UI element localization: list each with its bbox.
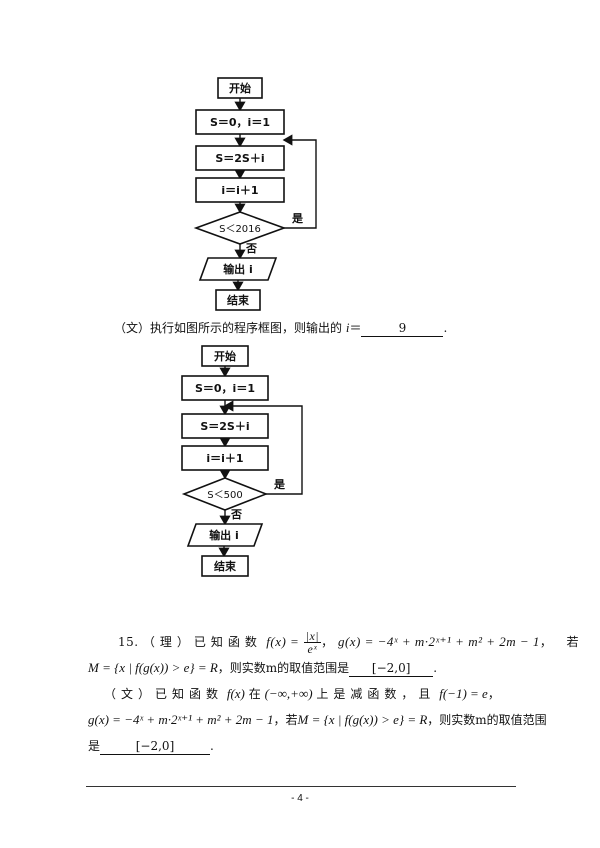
- fc2-yes-label: 是: [273, 478, 286, 491]
- fc2-init-box: [181, 375, 269, 401]
- q15-wen-interval: (−∞,+∞): [264, 686, 313, 701]
- fc1-yes-label: 是: [291, 212, 304, 225]
- page-number: - 4 -: [291, 793, 309, 804]
- wen-answer-blank: 9: [361, 320, 444, 337]
- q15-g-def: g(x) = −4ˣ + m·2ˣ⁺¹ + m² + 2m − 1: [337, 634, 540, 649]
- q15-wen-tail: ，则实数m的取值范围: [427, 713, 547, 727]
- fc1-output-label: 输出 i: [223, 262, 253, 276]
- q15-wen-g: g(x) = −4ˣ + m·2ˣ⁺¹ + m² + 2m − 1: [88, 712, 274, 727]
- q15-wen-line-2: g(x) = −4ˣ + m·2ˣ⁺¹ + m² + 2m − 1，若M = {…: [88, 712, 547, 728]
- fc2-output-box: [186, 523, 264, 547]
- q15-f-fraction: |x|eˣ: [303, 629, 322, 656]
- q15-wen-M: M = {x | f(g(x)) > e} = R: [297, 712, 428, 727]
- q15-range-text: ，则实数m的取值范围是: [217, 661, 350, 675]
- fc1-end-box: [215, 289, 261, 311]
- q15-wen-cond: f(−1) = e: [439, 686, 488, 701]
- fc1-output-box: [198, 257, 278, 281]
- fc2-end-label: 结束: [213, 559, 237, 573]
- flowchart-1: 开始 S＝0，i＝1 S＝2S＋i i＝i＋1 S＜2016 是 否 输出 i …: [193, 77, 317, 311]
- wen-question-var: i: [345, 320, 350, 335]
- q15-wen-zai: 在: [248, 687, 261, 701]
- q15-comma-1: ，: [321, 635, 334, 649]
- q15-wen-comma: ，: [487, 687, 500, 701]
- wen-question-period: .: [443, 321, 448, 335]
- q15-line2-end: .: [433, 661, 438, 675]
- q15-li-answer: [−2,0]: [371, 661, 411, 675]
- q15-wen-end: .: [210, 739, 214, 753]
- fc2-init-label: S＝0，i＝1: [195, 382, 255, 395]
- wen-question-eq: ＝: [349, 321, 362, 335]
- q15-wen-intro: （文）已知函数: [104, 687, 224, 701]
- fc1-init-label: S＝0，i＝1: [210, 116, 270, 129]
- q15-wen-shi: 是: [88, 739, 101, 753]
- q15-wen-line-3: 是 [−2,0].: [88, 738, 214, 755]
- fc1-body1-box: [195, 145, 285, 171]
- fc2-body2-box: [181, 445, 269, 471]
- fc2-start-label: 开始: [214, 349, 236, 363]
- fc1-no-label: 否: [245, 242, 257, 255]
- q15-line-1: 15. （理）已知函数 f(x) = |x|eˣ， g(x) = −4ˣ + m…: [118, 630, 579, 655]
- wen-question-line: （文）执行如图所示的程序框图，则输出的 i＝ 9.: [114, 320, 447, 337]
- fc1-body2-label: i＝i＋1: [221, 184, 258, 197]
- q15-wen-answer-blank: [−2,0]: [100, 738, 211, 755]
- fc2-end-box: [201, 555, 249, 577]
- fc2-body1-label: S＝2S＋i: [200, 420, 249, 433]
- q15-wen-line-1: （文）已知函数 f(x) 在 (−∞,+∞) 上是减函数，且 f(−1) = e…: [104, 686, 500, 702]
- q15-wen-dec: 上是减函数，且: [316, 687, 436, 701]
- wen-answer: 9: [398, 321, 407, 335]
- q15-comma-2: ，: [539, 635, 553, 649]
- fc2-body2-label: i＝i＋1: [206, 452, 243, 465]
- q15-set-M: M = {x | f(g(x)) > e} = R: [88, 660, 218, 675]
- q15-f-lhs: f(x) =: [266, 634, 300, 649]
- fc1-body2-box: [195, 177, 285, 203]
- q15-wen-answer: [−2,0]: [135, 739, 175, 753]
- footer-rule: [86, 786, 516, 787]
- flowchart-2: 开始 S＝0，i＝1 S＝2S＋i i＝i＋1 S＜500 是 否 输出 i 结…: [181, 345, 303, 577]
- q15-ruo: 若: [566, 635, 579, 649]
- fc2-condition-label: S＜500: [207, 490, 242, 501]
- q15-number: 15.: [118, 635, 139, 649]
- fc1-condition-label: S＜2016: [219, 224, 261, 235]
- fc1-body1-label: S＝2S＋i: [215, 152, 264, 165]
- q15-line-2: M = {x | f(g(x)) > e} = R，则实数m的取值范围是 [−2,…: [88, 660, 437, 677]
- q15-f-numerator: |x|: [303, 629, 322, 643]
- q15-li-intro: （理）已知函数: [142, 635, 262, 649]
- fc1-start-label: 开始: [229, 81, 251, 95]
- fc2-output-label: 输出 i: [209, 528, 239, 542]
- wen-question-prefix: （文）执行如图所示的程序框图，则输出的: [114, 321, 343, 335]
- q15-wen-f: f(x): [226, 686, 245, 701]
- q15-wen-ruo: ，若: [273, 713, 298, 727]
- q15-f-denominator: eˣ: [307, 642, 318, 656]
- fc2-no-label: 否: [230, 508, 242, 521]
- q15-li-answer-blank: [−2,0]: [349, 660, 434, 677]
- fc1-end-label: 结束: [226, 293, 250, 307]
